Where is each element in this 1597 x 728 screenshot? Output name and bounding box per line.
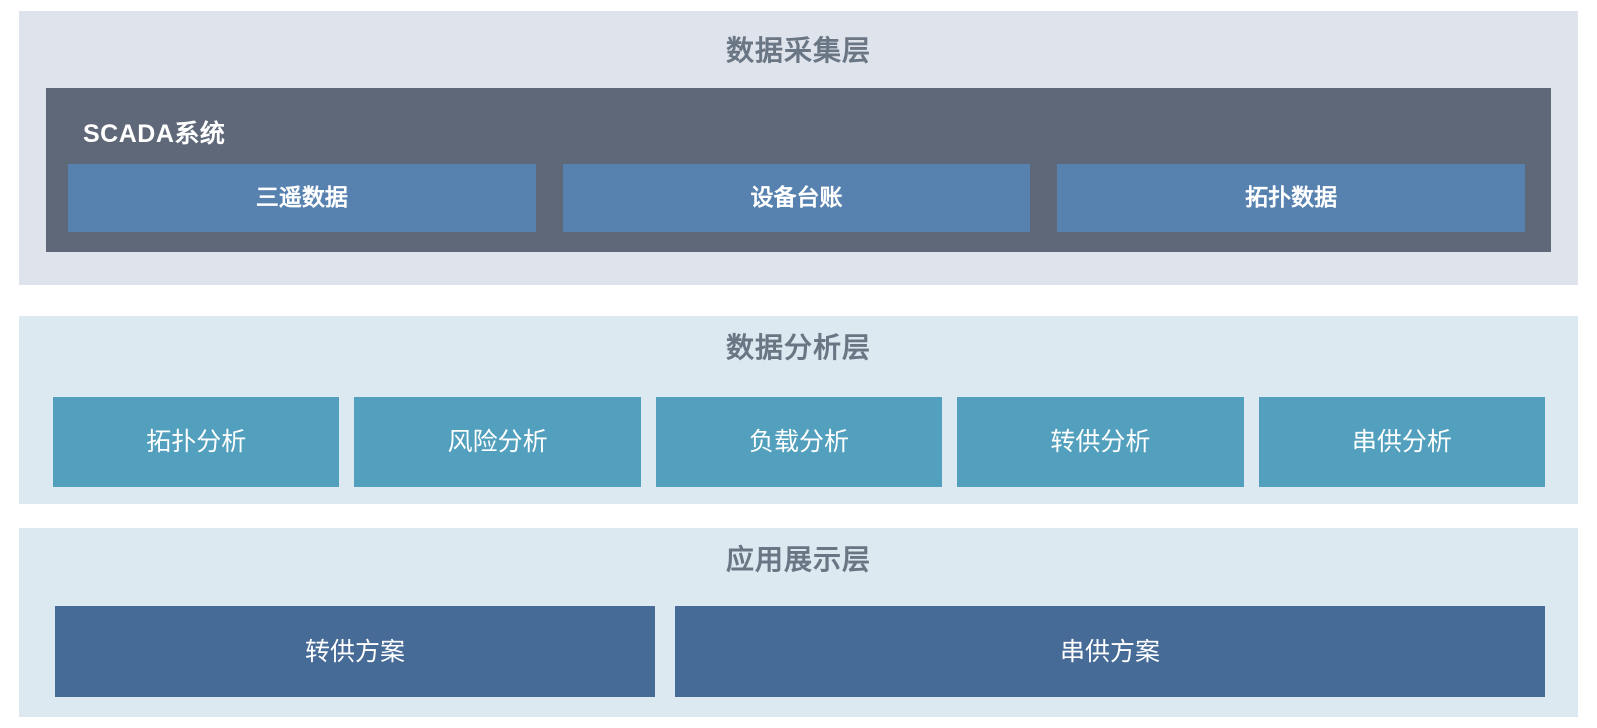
application-box-row: 转供方案 串供方案 [55, 606, 1545, 697]
collection-box-row: 三遥数据 设备台账 拓扑数据 [68, 164, 1526, 232]
layer-application-display: 应用展示层 转供方案 串供方案 [19, 528, 1578, 717]
scada-system-panel: SCADA系统 三遥数据 设备台账 拓扑数据 [46, 88, 1551, 252]
layer-data-analysis: 数据分析层 拓扑分析 风险分析 负载分析 转供分析 串供分析 [19, 316, 1578, 504]
analysis-box-topology[interactable]: 拓扑分析 [53, 397, 340, 487]
application-box-transfer-supply-plan[interactable]: 转供方案 [55, 606, 655, 697]
analysis-box-risk[interactable]: 风险分析 [354, 397, 641, 487]
layer-title-data-analysis: 数据分析层 [725, 332, 871, 363]
application-box-series-supply-plan[interactable]: 串供方案 [675, 606, 1545, 697]
collection-box-equipment-ledger[interactable]: 设备台账 [562, 164, 1031, 232]
collection-box-telemetry[interactable]: 三遥数据 [68, 164, 536, 232]
layer-title-application-display: 应用展示层 [725, 544, 871, 575]
collection-box-topology-data[interactable]: 拓扑数据 [1057, 164, 1526, 232]
layer-title-data-collection: 数据采集层 [725, 35, 871, 66]
analysis-box-load[interactable]: 负载分析 [655, 397, 943, 487]
layer-data-collection: 数据采集层 SCADA系统 三遥数据 设备台账 拓扑数据 [19, 11, 1578, 285]
analysis-box-transfer-supply[interactable]: 转供分析 [957, 397, 1244, 487]
analysis-box-series-supply[interactable]: 串供分析 [1258, 397, 1546, 487]
scada-system-label: SCADA系统 [83, 120, 226, 148]
analysis-box-row: 拓扑分析 风险分析 负载分析 转供分析 串供分析 [53, 397, 1546, 487]
